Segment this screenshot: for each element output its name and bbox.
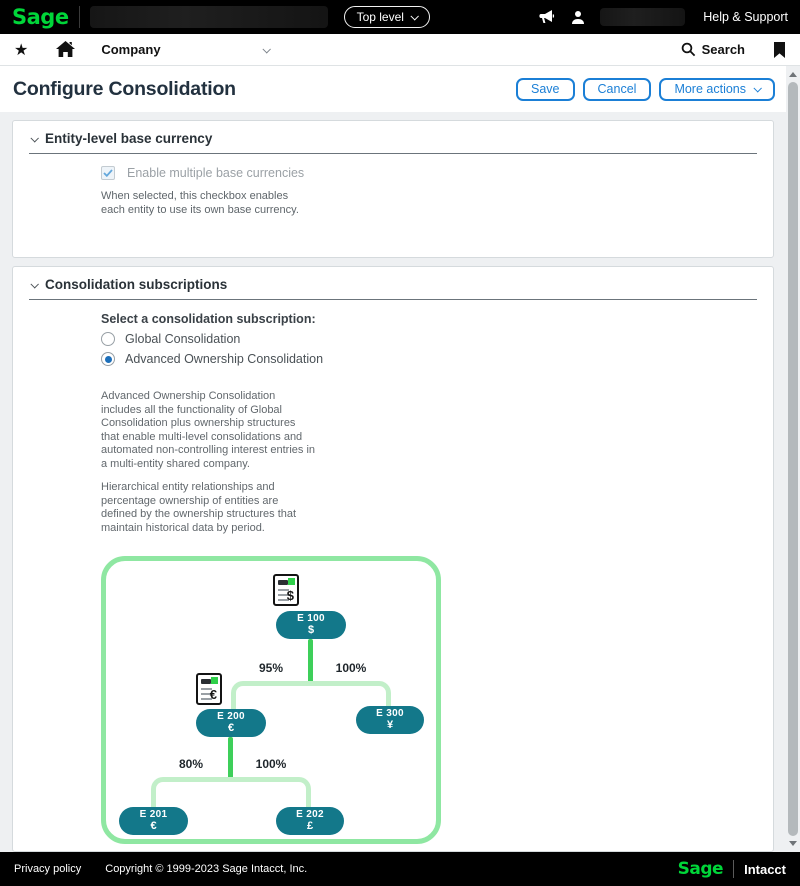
top-app-bar: Sage Top level Help & Support	[0, 0, 800, 34]
entity-node-e202: E 202£	[276, 807, 344, 835]
subscription-description-2: Hierarchical entity relationships and pe…	[101, 481, 297, 534]
help-support-link[interactable]: Help & Support	[703, 10, 788, 24]
bookmark-icon[interactable]	[773, 41, 786, 58]
report-eur-icon: €	[196, 673, 222, 705]
radio-label: Global Consolidation	[125, 332, 241, 346]
home-icon[interactable]	[56, 41, 76, 58]
checkbox-label: Enable multiple base currencies	[127, 166, 305, 180]
connector-e100-e200	[231, 681, 313, 709]
footer-bar: Privacy policy Copyright © 1999-2023 Sag…	[0, 852, 800, 886]
radio-row-global: Global Consolidation	[101, 332, 773, 346]
footer-divider	[733, 860, 735, 878]
enable-multi-currency-checkbox[interactable]	[101, 166, 115, 180]
checkbox-help-text: When selected, this checkbox enables eac…	[101, 190, 299, 216]
search-button[interactable]: Search	[681, 42, 745, 57]
top-level-context-button[interactable]: Top level	[343, 6, 430, 28]
ownership-percent-label: 100%	[335, 661, 367, 675]
entity-node-e300: E 300¥	[356, 706, 424, 734]
ownership-percent-label: 80%	[178, 757, 204, 771]
cancel-button[interactable]: Cancel	[582, 77, 652, 101]
section-divider	[29, 299, 757, 300]
radio-global-consolidation[interactable]	[101, 332, 115, 346]
sage-logo[interactable]: Sage	[12, 5, 69, 29]
more-actions-label: More actions	[674, 82, 746, 96]
chevron-down-icon	[30, 133, 39, 143]
search-label: Search	[701, 42, 745, 57]
favorites-star-icon[interactable]: ★	[14, 41, 29, 59]
chevron-down-icon[interactable]	[262, 44, 271, 54]
product-name: Intacct	[744, 861, 786, 877]
redacted-user-name	[600, 8, 686, 26]
radio-row-advanced: Advanced Ownership Consolidation	[101, 352, 773, 366]
scrollbar-thumb[interactable]	[788, 82, 798, 836]
subscription-prompt: Select a consolidation subscription:	[101, 312, 316, 326]
entity-node-e200: E 200€	[196, 709, 266, 737]
more-actions-button[interactable]: More actions	[659, 77, 775, 101]
scroll-up-arrow-icon[interactable]	[789, 72, 797, 77]
radio-label: Advanced Ownership Consolidation	[125, 352, 324, 366]
entity-node-e201: E 201€	[119, 807, 188, 835]
topbar-divider	[78, 6, 80, 28]
save-button[interactable]: Save	[516, 77, 575, 101]
company-menu[interactable]: Company	[101, 42, 161, 57]
checkmark-icon	[103, 169, 113, 177]
report-usd-icon: $	[273, 574, 299, 606]
user-avatar-icon[interactable]	[570, 9, 586, 25]
redacted-company-name	[89, 6, 328, 28]
section-consolidation-subscriptions: Consolidation subscriptions Select a con…	[12, 266, 774, 852]
megaphone-icon[interactable]	[538, 9, 556, 25]
radio-advanced-ownership[interactable]	[101, 352, 115, 366]
section-header-subscriptions[interactable]: Consolidation subscriptions	[13, 267, 773, 299]
ownership-percent-label: 100%	[255, 757, 287, 771]
privacy-policy-link[interactable]: Privacy policy	[14, 863, 82, 875]
connector-e200-e202	[229, 777, 311, 807]
page-header: Configure Consolidation Save Cancel More…	[0, 66, 786, 112]
chevron-down-icon	[410, 12, 419, 21]
chevron-down-icon	[30, 279, 39, 289]
chevron-down-icon	[753, 84, 762, 93]
connector-e200	[228, 737, 233, 782]
ownership-percent-label: 95%	[258, 661, 284, 675]
page-title: Configure Consolidation	[13, 77, 236, 100]
ownership-structure-diagram: $ € 95% 100% 80% 100% E 100$ E 200€	[101, 556, 441, 844]
subscription-description-1: Advanced Ownership Consolidation include…	[101, 390, 316, 470]
top-level-label: Top level	[356, 10, 404, 24]
nav-bar: ★ Company Search	[0, 34, 800, 66]
connector-e100-e300	[309, 681, 391, 706]
section-header-base-currency[interactable]: Entity-level base currency	[13, 121, 773, 153]
section-divider	[29, 153, 757, 154]
copyright-text: Copyright © 1999-2023 Sage Intacct, Inc.	[105, 863, 308, 875]
section-entity-base-currency: Entity-level base currency Enable multip…	[12, 120, 774, 258]
connector-e100	[308, 639, 313, 686]
scroll-down-arrow-icon[interactable]	[789, 841, 797, 846]
search-icon	[681, 42, 695, 57]
scrollbar-track[interactable]	[786, 66, 800, 852]
entity-node-e100: E 100$	[276, 611, 346, 639]
sage-logo-footer: Sage	[677, 859, 724, 879]
connector-e200-e201	[151, 777, 233, 807]
section-title: Entity-level base currency	[45, 131, 213, 146]
section-title: Consolidation subscriptions	[45, 277, 228, 292]
radio-selected-dot	[104, 355, 112, 363]
